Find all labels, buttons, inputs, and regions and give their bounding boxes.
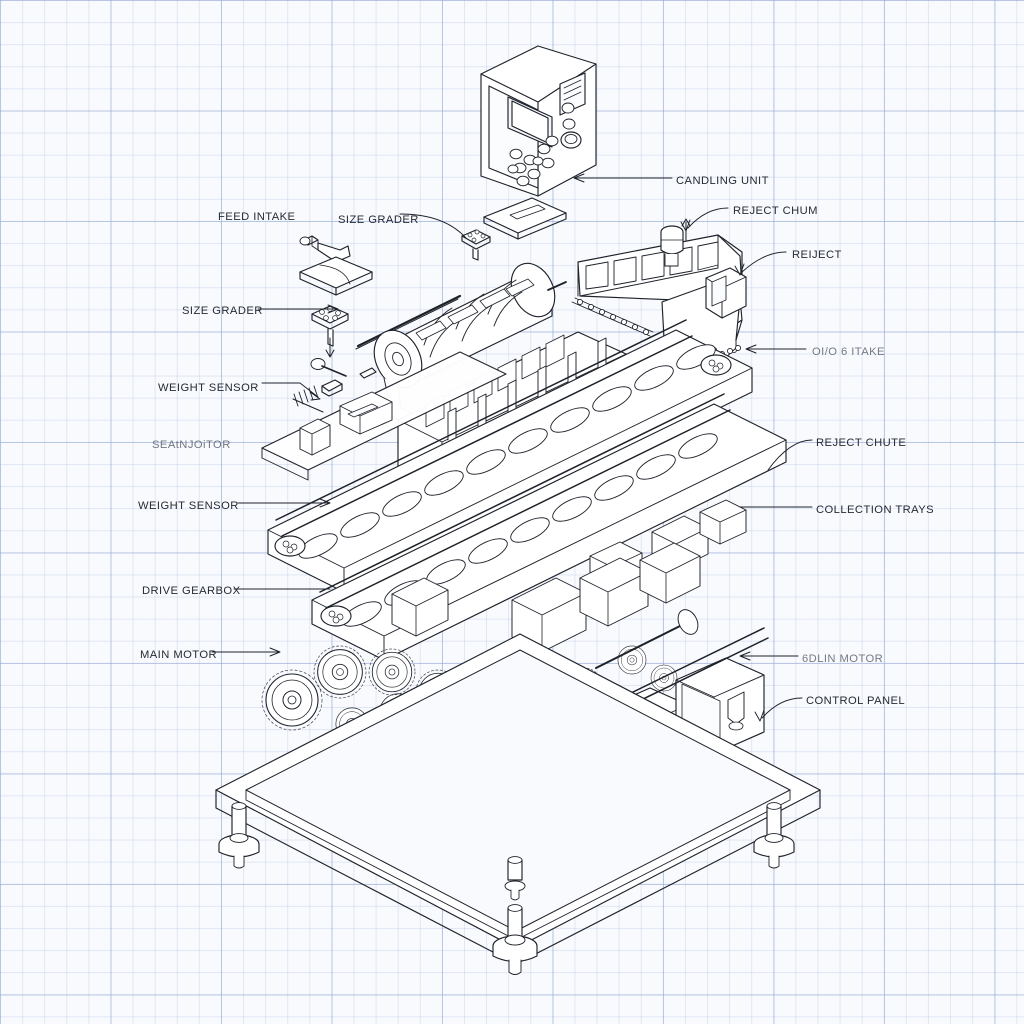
leader-control-panel [754, 697, 803, 722]
leader-main-motor-2 [739, 651, 799, 661]
drive-gearbox [391, 542, 701, 669]
label-feed-intake: FEED INTAKE [218, 211, 296, 223]
leader-lines-right [573, 173, 813, 722]
label-reject-chute: REJECT CHUTE [816, 437, 907, 449]
leader-reject [734, 251, 787, 276]
label-separator: SEAtNJOiTOR [152, 439, 231, 451]
label-size-grader-2: SIZE GRADER [182, 305, 263, 317]
leader-size-grader-2 [257, 304, 339, 314]
label-size-grader-1: SIZE GRADER [338, 214, 419, 226]
label-weight-sensor-2: WEIGHT SENSOR [138, 500, 239, 512]
label-main-motor: MAIN MOTOR [140, 649, 218, 661]
leader-reject-chute [767, 439, 813, 471]
fastener-details [292, 197, 738, 477]
leader-feed-intake-2 [745, 344, 807, 354]
label-weight-sensor-1: WEIGHT SENSOR [158, 382, 259, 394]
separator-deck [261, 351, 507, 481]
label-control-panel: CONTROL PANEL [806, 695, 906, 707]
leader-reject-chum [680, 207, 729, 232]
label-candling-unit: CANDLING UNIT [676, 175, 769, 187]
leveling-feet [218, 802, 795, 975]
candling-lamp [660, 225, 684, 267]
label-collection-trays: COLLECTION TRAYS [816, 504, 935, 516]
leader-weight-sensor-1 [261, 382, 321, 401]
control-panel-enclosure [480, 45, 597, 197]
label-feed-intake-2: OI/O 6 ITAKE [812, 346, 885, 358]
label-reject-chum: REJECT CHUM [733, 205, 818, 217]
leader-size-grader-1 [399, 213, 467, 239]
leader-candling-unit [573, 173, 673, 183]
leader-main-motor [211, 647, 281, 657]
leader-lines-left [211, 213, 467, 657]
label-drive-gearbox: DRIVE GEARBOX [142, 585, 241, 597]
label-main-motor-2: 6DLIN MOTOR [802, 653, 884, 665]
leader-weight-sensor-2 [237, 498, 331, 508]
label-reject: REIJECT [792, 249, 842, 261]
